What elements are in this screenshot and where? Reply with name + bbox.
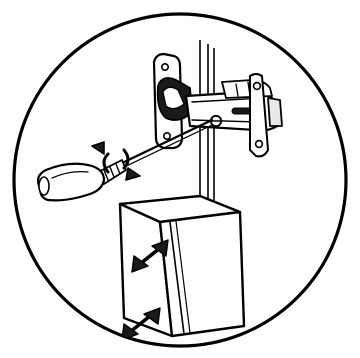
cabinet-side <box>160 212 244 336</box>
base-screw-bottom <box>256 141 263 148</box>
plate-screw-top <box>162 64 168 70</box>
base-screw-top <box>254 83 261 90</box>
plate-screw-bottom <box>164 133 170 139</box>
